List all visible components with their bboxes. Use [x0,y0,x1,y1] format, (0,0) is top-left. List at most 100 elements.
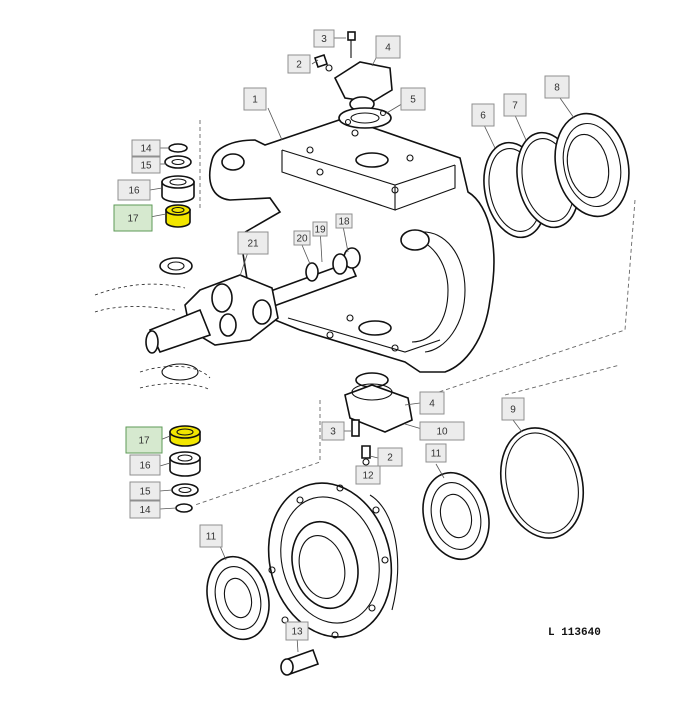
callout-box [243,87,267,111]
callout-label: 20 [296,234,308,245]
callout-label: 8 [554,83,560,94]
grease-nipple-bottom [351,419,371,466]
callout-15: 15 [131,156,161,174]
callout-2: 2 [287,54,311,74]
callout-box [131,156,161,174]
callout-5: 5 [400,87,426,111]
callout-box [129,500,161,519]
callout-label: 11 [431,449,442,460]
callout-16: 16 [117,179,151,201]
callout-label: 17 [138,436,150,447]
callout-label: 1 [252,95,258,106]
axle-housing-outline [94,120,636,506]
callout-box [425,443,447,463]
hub-bolt [280,648,320,676]
callout-label: 14 [139,505,151,516]
dust-cover-8 [554,112,630,218]
callout-11: 11 [425,443,447,463]
callout-9: 9 [501,397,525,421]
callout-label: 10 [436,427,448,438]
callout-box [313,29,335,48]
callout-17: 17 [125,426,163,454]
callout-20: 20 [293,230,311,246]
callout-15: 15 [129,481,161,501]
callout-box [237,231,269,255]
callout-box [419,391,445,415]
callout-box [113,204,153,232]
callout-11: 11 [199,524,223,548]
callout-label: 16 [139,461,151,472]
callout-label: 14 [140,144,152,155]
callout-18: 18 [335,213,353,229]
callout-labels: 1234567891011111213141516173241716151418… [113,29,570,641]
callout-box [129,481,161,501]
callout-14: 14 [131,139,161,157]
steering-knuckle [208,117,495,373]
callout-box [400,87,426,111]
callout-box [355,465,381,485]
callout-16: 16 [129,454,161,476]
callout-box [321,421,345,441]
callout-box [293,230,311,246]
callout-10: 10 [419,421,465,441]
upper-bearing-stack [159,143,199,381]
callout-label: 21 [247,239,259,250]
callout-label: 6 [480,111,486,122]
callout-12: 12 [355,465,381,485]
callout-label: 4 [385,43,391,54]
callout-label: 17 [127,214,139,225]
callout-box [285,621,309,641]
king-pin-cap-top [333,61,393,129]
callout-box [287,54,311,74]
callout-21: 21 [237,231,269,255]
callout-box [501,397,525,421]
callout-box [375,35,401,59]
callout-box [129,454,161,476]
callout-label: 5 [410,95,416,106]
universal-joint-shaft [145,247,361,354]
callout-label: 16 [128,186,140,197]
king-pin-cap-bottom [344,372,413,433]
callout-3: 3 [313,29,335,48]
lower-bearing-stack [169,425,201,513]
callout-label: 15 [140,161,152,172]
taper-bearing-right [422,471,490,561]
callout-4: 4 [375,35,401,59]
taper-bearing-left [206,555,270,641]
callout-2: 2 [377,447,403,467]
callout-4: 4 [419,391,445,415]
callout-label: 3 [330,427,336,438]
callout-label: 2 [296,60,302,71]
wheel-hub [267,482,399,639]
callout-label: 19 [314,225,326,236]
callout-label: 2 [387,453,393,464]
callout-14: 14 [129,500,161,519]
callout-box [419,421,465,441]
callout-label: 15 [139,487,151,498]
callout-box [377,447,403,467]
callout-3: 3 [321,421,345,441]
callout-label: 18 [338,217,350,228]
figure-id: L 113640 [548,627,601,639]
callout-label: 11 [206,532,217,543]
callout-19: 19 [312,221,328,237]
callout-box [503,93,527,117]
o-ring-9 [499,427,585,539]
callout-box [125,426,163,454]
callout-13: 13 [285,621,309,641]
callout-1: 1 [243,87,267,111]
callout-box [544,75,570,99]
callout-label: 12 [362,471,374,482]
callout-6: 6 [471,103,495,127]
callout-label: 13 [291,627,303,638]
grease-nipple-top [313,31,356,72]
callout-label: 7 [512,101,518,112]
callout-17: 17 [113,204,153,232]
callout-8: 8 [544,75,570,99]
callout-box [117,179,151,201]
callout-box [199,524,223,548]
callout-label: 4 [429,399,435,410]
callout-box [131,139,161,157]
callout-7: 7 [503,93,527,117]
